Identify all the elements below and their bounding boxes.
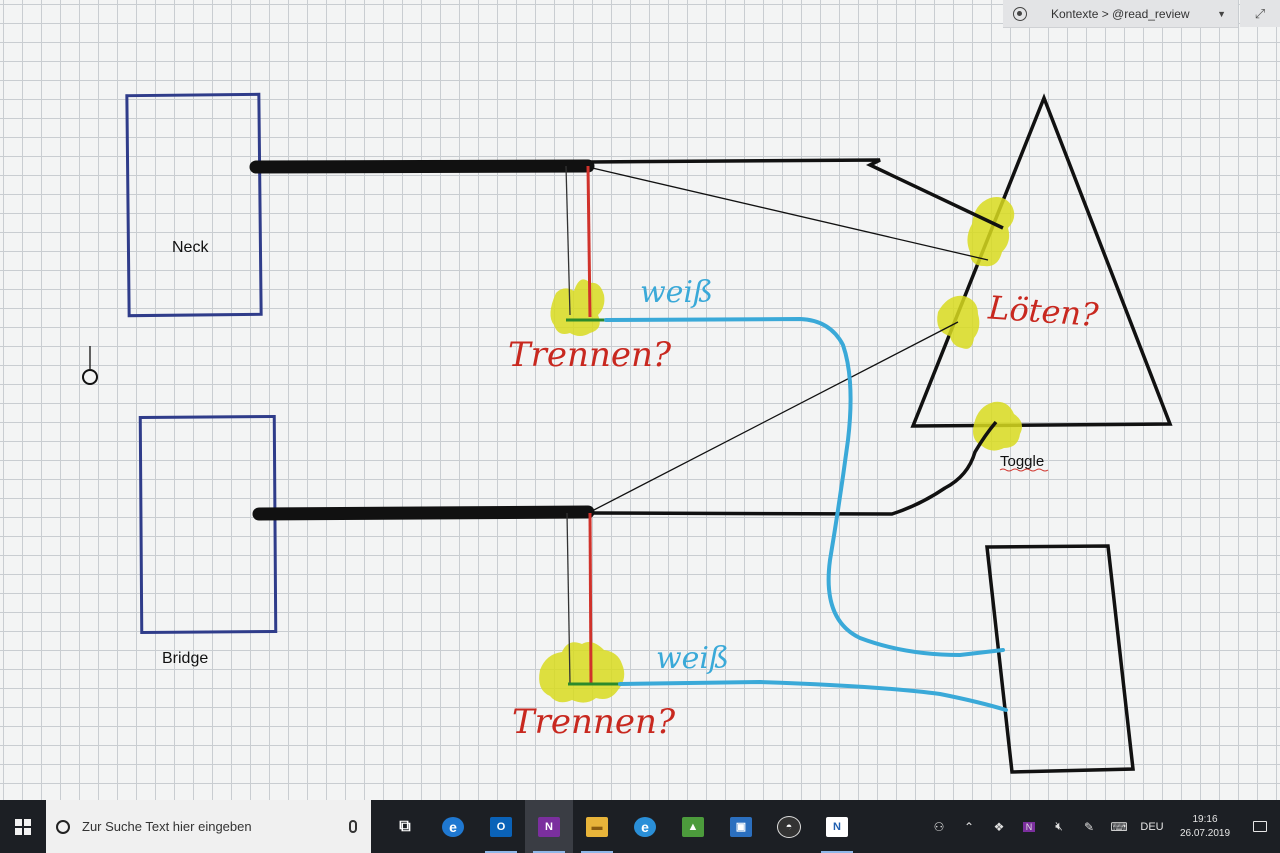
annotation-trennen-top: Trennen? [508,335,672,375]
taskbar: ⧉ e O N ▬ e ▲ ▣ ◓ N ⚇ ⌃ ❖ N 🔇︎ ✎ ⌨ DEU 1… [0,800,1280,853]
search-icon [56,819,70,834]
neck-wire-top[interactable] [587,158,1004,230]
search-input[interactable] [80,818,349,835]
people-icon: ⚇ [933,819,945,834]
volume-tray[interactable]: 🔇︎ [1044,800,1074,853]
chevron-down-icon[interactable]: ▼ [1217,8,1226,19]
neck-white-wire[interactable] [604,316,1005,658]
edge-icon: e [442,816,464,837]
bridge-red-wire[interactable] [588,512,593,685]
taskbar-search[interactable] [46,800,371,853]
show-hidden-icons[interactable]: ⌃ [954,800,984,853]
taskbar-app-remote-desktop[interactable]: ▣ [717,800,765,853]
windows-logo-icon [15,818,31,835]
input-language[interactable]: DEU [1140,820,1164,833]
neck-thin-wire[interactable] [587,166,989,261]
bridge-pickup-outline[interactable] [138,415,278,634]
annotation-loeten: Löten? [986,288,1100,334]
neck-cable[interactable] [249,159,595,174]
pen-tray[interactable]: ✎ [1074,800,1104,853]
bridge-thin-wire[interactable] [589,321,959,513]
output-jack-outline[interactable] [985,544,1135,774]
clock-time: 19:16 [1192,813,1218,825]
taskbar-app-onenote[interactable]: N [525,800,573,853]
taskbar-app-mountain[interactable]: ◓ [765,800,813,853]
annotation-weiss-bottom: weiß [656,641,729,676]
neck-label: Neck [172,239,209,256]
wiring-sketch[interactable]: Neck Bridge Toggle weiß weiß Trennen? Tr… [0,0,1280,800]
chevron-up-icon: ⌃ [963,819,975,834]
taskbar-app-task-view[interactable]: ⧉ [381,800,429,853]
toggle-switch-outline[interactable] [910,93,1173,428]
neck-red-wire[interactable] [586,165,592,318]
taskbar-app-outlook[interactable]: O [477,800,525,853]
photo-icon: ▲ [682,816,704,837]
highlight-neck-joint [550,279,605,336]
start-button[interactable] [0,800,46,853]
toggle-spellcheck-underline [999,468,1049,472]
onenote-tray[interactable]: N [1014,800,1044,853]
app-n-icon: N [826,816,848,837]
folder-icon: ▬ [586,816,608,837]
annotation-weiss-top: weiß [640,275,713,310]
taskbar-app-edge[interactable]: e [429,800,477,853]
task-view-icon: ⧉ [399,817,411,835]
people-tray[interactable]: ⚇ [924,800,954,853]
outlook-icon: O [490,816,512,837]
context-label: Kontexte > @read_review [1051,6,1190,21]
small-circle-marker [82,346,98,385]
onenote-tray-icon: N [1022,821,1036,832]
toggle-label: Toggle [1000,453,1044,470]
solder-highlights [539,197,1022,703]
bridge-cable[interactable] [252,505,595,521]
onenote-icon: N [538,816,560,837]
taskbar-app-photos[interactable]: ▲ [669,800,717,853]
taskbar-app-n[interactable]: N [813,800,861,853]
bridge-ground-wire[interactable] [566,512,571,685]
clock-date: 26.07.2019 [1179,827,1231,839]
internet-explorer-icon: e [634,816,656,837]
bridge-label: Bridge [162,650,208,667]
notification-icon [1253,821,1267,832]
bridge-wire-to-toggle[interactable] [589,420,998,516]
microphone-icon[interactable] [349,820,357,833]
annotation-trennen-bottom: Trennen? [512,702,676,742]
dropbox-tray[interactable]: ❖ [984,800,1014,853]
pen-icon: ✎ [1083,819,1095,834]
remote-desktop-icon: ▣ [730,816,752,837]
context-icon [1013,6,1027,21]
neck-ground-wire[interactable] [565,165,571,316]
mountain-icon: ◓ [777,815,801,838]
dropbox-icon: ❖ [993,819,1005,834]
onenote-canvas[interactable]: Neck Bridge Toggle weiß weiß Trennen? Tr… [0,0,1280,800]
taskbar-app-file-explorer[interactable]: ▬ [573,800,621,853]
action-center-button[interactable] [1240,800,1280,853]
bridge-white-wire[interactable] [618,679,1008,712]
expand-icon: ⤢ [1254,5,1266,21]
context-selector[interactable]: Kontexte > @read_review ▼ [1003,0,1238,28]
expand-button[interactable]: ⤢ [1240,0,1280,27]
highlight-bridge-joint [539,642,625,703]
volume-muted-icon: 🔇︎ [1055,819,1063,833]
highlight-switch-top [967,197,1015,267]
neck-pickup-outline[interactable] [125,92,263,318]
keyboard-icon: ⌨ [1110,819,1128,834]
system-tray: ⚇ ⌃ ❖ N 🔇︎ ✎ ⌨ DEU 19:16 26.07.2019 [924,800,1280,853]
highlight-switch-middle [937,295,980,349]
keyboard-tray[interactable]: ⌨ [1104,800,1134,853]
taskbar-app-internet-explorer[interactable]: e [621,800,669,853]
system-clock[interactable]: 19:16 26.07.2019 [1170,813,1240,841]
